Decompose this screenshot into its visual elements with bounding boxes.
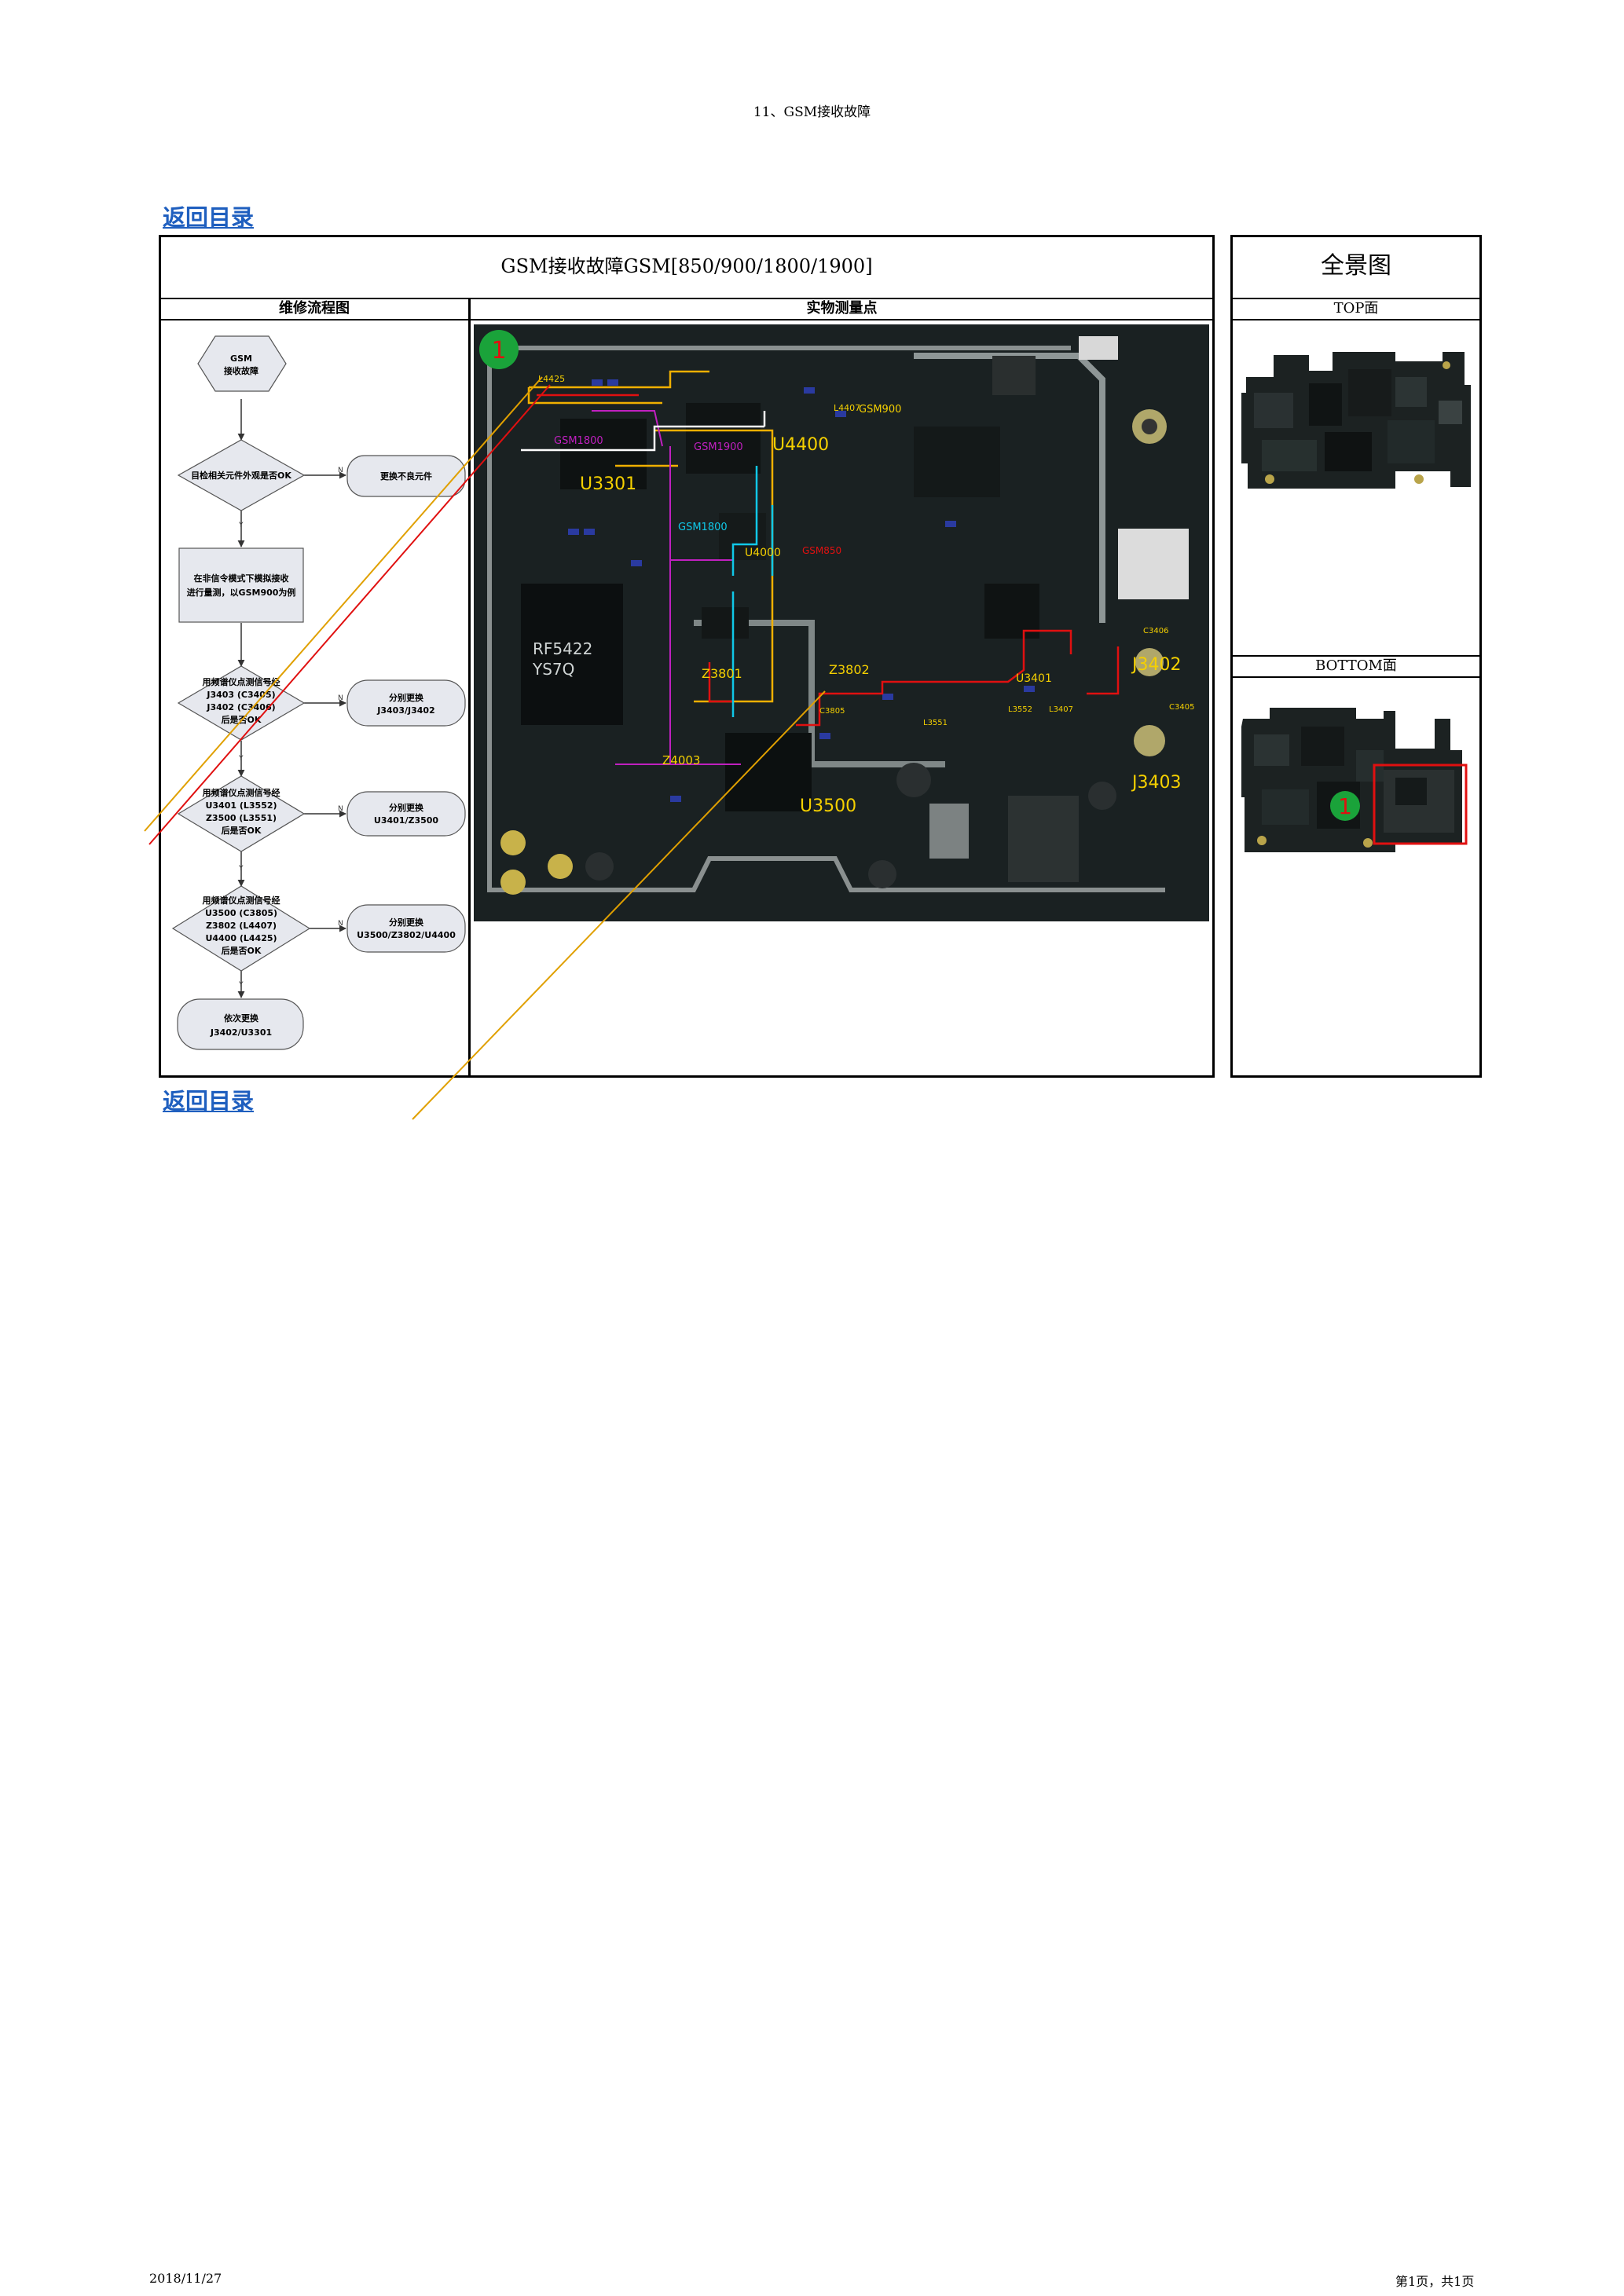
label-u4000: U4000 bbox=[745, 547, 781, 559]
svg-text:用频谱仪点测信号经: 用频谱仪点测信号经 bbox=[203, 787, 280, 798]
svg-text:Z3802 (L4407): Z3802 (L4407) bbox=[206, 921, 277, 931]
svg-text:后是否OK: 后是否OK bbox=[222, 945, 262, 956]
svg-text:J3402 (C3406): J3402 (C3406) bbox=[206, 702, 275, 712]
main-title: GSM接收故障GSM[850/900/1800/1900] bbox=[500, 255, 873, 277]
svg-text:U3401 (L3552): U3401 (L3552) bbox=[205, 800, 277, 811]
column-divider bbox=[468, 298, 471, 1077]
svg-text:进行量测，以GSM900为例: 进行量测，以GSM900为例 bbox=[187, 587, 296, 598]
footer-date: 2018/11/27 bbox=[149, 2271, 222, 2286]
svg-text:用频谱仪点测信号经: 用频谱仪点测信号经 bbox=[203, 676, 280, 687]
svg-text:Z3500 (L3551): Z3500 (L3551) bbox=[206, 813, 277, 823]
back-to-contents-link-top[interactable]: 返回目录 bbox=[163, 204, 255, 231]
top-board-image bbox=[1241, 352, 1471, 489]
svg-text:在非信令模式下模拟接收: 在非信令模式下模拟接收 bbox=[194, 573, 289, 584]
photo-marker-1: 1 bbox=[491, 337, 506, 364]
svg-text:后是否OK: 后是否OK bbox=[222, 714, 262, 725]
svg-text:更换不良元件: 更换不良元件 bbox=[380, 471, 432, 482]
label-gsm1800-magenta: GSM1800 bbox=[554, 435, 603, 447]
label-u4400: U4400 bbox=[772, 435, 829, 455]
label-z3801: Z3801 bbox=[702, 666, 742, 681]
svg-text:U3401/Z3500: U3401/Z3500 bbox=[374, 815, 439, 826]
label-z4003: Z4003 bbox=[662, 753, 700, 767]
footer-page-number: 第1页，共1页 bbox=[1395, 2274, 1475, 2289]
process-nonsignaling-mode bbox=[178, 547, 304, 623]
overview-title: 全景图 bbox=[1321, 252, 1391, 280]
svg-text:依次更换: 依次更换 bbox=[224, 1013, 259, 1023]
start-node bbox=[197, 335, 287, 392]
svg-text:J3403/J3402: J3403/J3402 bbox=[376, 705, 434, 716]
top-view-label: TOP面 bbox=[1333, 300, 1379, 317]
label-gsm850: GSM850 bbox=[802, 545, 841, 556]
action-replace-u3401-z3500 bbox=[346, 791, 466, 837]
end-node bbox=[177, 998, 304, 1050]
divider bbox=[1232, 298, 1480, 299]
page-header: 11、GSM接收故障 bbox=[753, 104, 871, 120]
chip-marking: RF5422 bbox=[533, 639, 592, 658]
svg-text:N: N bbox=[338, 920, 343, 928]
divider bbox=[160, 298, 1213, 299]
svg-text:分别更换: 分别更换 bbox=[389, 692, 424, 703]
label-l3551: L3551 bbox=[923, 719, 948, 727]
svg-text:J3402/U3301: J3402/U3301 bbox=[210, 1027, 272, 1038]
label-c3405: C3405 bbox=[1169, 703, 1194, 712]
divider bbox=[160, 319, 1213, 320]
svg-text:U3500/Z3802/U4400: U3500/Z3802/U4400 bbox=[357, 930, 456, 940]
label-c3406: C3406 bbox=[1143, 627, 1168, 635]
svg-text:Y: Y bbox=[238, 865, 244, 873]
action-replace-u3500-z3802-u4400 bbox=[346, 904, 466, 953]
label-u3401: U3401 bbox=[1016, 672, 1052, 685]
svg-text:U3500 (C3805): U3500 (C3805) bbox=[205, 908, 277, 918]
back-to-contents-link-bottom[interactable]: 返回目录 bbox=[163, 1088, 255, 1115]
svg-text:接收故障: 接收故障 bbox=[224, 365, 258, 376]
flowchart-column-header: 维修流程图 bbox=[279, 300, 350, 317]
label-u3500: U3500 bbox=[800, 796, 856, 816]
svg-text:N: N bbox=[338, 467, 343, 474]
divider bbox=[1232, 655, 1480, 657]
repair-flowchart: GSM 接收故障 目检相关元件外观是否OK 更换不良元件 在非信令模式下模拟接收… bbox=[171, 335, 466, 1050]
svg-text:分别更换: 分别更换 bbox=[389, 802, 424, 813]
svg-text:U4400 (L4425): U4400 (L4425) bbox=[205, 933, 277, 943]
bottom-board-image: 1 bbox=[1241, 708, 1468, 852]
decision-u3500-z3802-u4400 bbox=[171, 885, 311, 972]
svg-text:J3403 (C3405): J3403 (C3405) bbox=[206, 690, 275, 700]
svg-text:分别更换: 分别更换 bbox=[389, 917, 424, 928]
svg-text:N: N bbox=[338, 805, 343, 813]
overview-marker-1: 1 bbox=[1338, 793, 1352, 819]
label-gsm1800: GSM1800 bbox=[678, 522, 728, 533]
label-u3301: U3301 bbox=[580, 474, 636, 494]
divider bbox=[1232, 319, 1480, 320]
label-c3805: C3805 bbox=[819, 707, 845, 716]
pcb-measurement-photo: 1 U3301 U4400 U4000 U3500 Z3801 Z3802 Z4… bbox=[474, 324, 1209, 921]
svg-text:后是否OK: 后是否OK bbox=[222, 825, 262, 836]
label-l4425: L4425 bbox=[538, 374, 565, 384]
svg-text:目检相关元件外观是否OK: 目检相关元件外观是否OK bbox=[191, 470, 291, 481]
svg-text:Y: Y bbox=[238, 755, 244, 763]
label-gsm900: GSM900 bbox=[859, 404, 901, 416]
label-l4407: L4407 bbox=[834, 403, 860, 413]
svg-text:GSM: GSM bbox=[230, 353, 252, 364]
label-j3402: J3402 bbox=[1131, 655, 1181, 675]
label-j3403: J3403 bbox=[1131, 773, 1181, 793]
divider bbox=[1232, 676, 1480, 678]
svg-text:用频谱仪点测信号经: 用频谱仪点测信号经 bbox=[203, 895, 280, 906]
svg-text:Y: Y bbox=[238, 522, 244, 529]
label-z3802: Z3802 bbox=[829, 662, 870, 677]
action-replace-j3403-j3402 bbox=[346, 679, 466, 727]
label-gsm1900: GSM1900 bbox=[694, 441, 743, 453]
svg-text:N: N bbox=[338, 694, 343, 702]
photo-column-header: 实物测量点 bbox=[806, 300, 878, 317]
svg-text:Y: Y bbox=[238, 981, 244, 989]
label-l3552: L3552 bbox=[1008, 705, 1032, 714]
chip-marking-2: YS7Q bbox=[532, 660, 574, 679]
bottom-view-label: BOTTOM面 bbox=[1315, 657, 1397, 674]
label-l3407: L3407 bbox=[1049, 705, 1073, 714]
